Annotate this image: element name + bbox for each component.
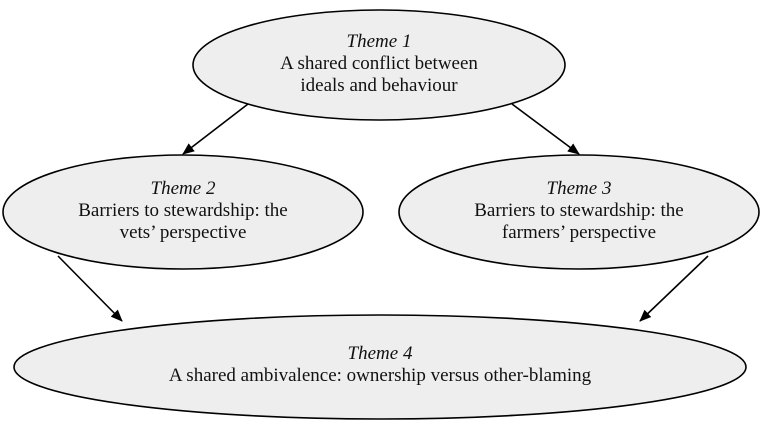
theme-4-ellipse	[13, 314, 747, 420]
theme-3-ellipse	[398, 154, 760, 270]
theme-2-line-1: Barriers to stewardship: the	[78, 200, 288, 221]
theme-3-line-2: farmers’ perspective	[501, 222, 657, 243]
arrow-theme2-to-theme4	[57, 255, 123, 322]
theme-4-label: Theme 4	[347, 343, 413, 364]
theme-3-line-1: Barriers to stewardship: the	[474, 200, 684, 221]
theme-3-text: Theme 3 Barriers to stewardship: the far…	[419, 178, 739, 244]
theme-1-label: Theme 1	[346, 31, 412, 52]
theme-2-text: Theme 2 Barriers to stewardship: the vet…	[23, 178, 343, 244]
theme-2-label: Theme 2	[150, 178, 216, 199]
arrow-theme3-to-theme4	[639, 255, 709, 322]
arrow-theme1-to-theme3	[511, 103, 580, 155]
theme-4-line-1: A shared ambivalence: ownership versus o…	[168, 365, 592, 386]
theme-3-label: Theme 3	[546, 178, 612, 199]
arrow-theme1-to-theme2	[182, 103, 249, 155]
theme-1-line-2: ideals and behaviour	[300, 75, 458, 96]
theme-1-ellipse	[192, 9, 566, 121]
theme-1-line-1: A shared conflict between	[280, 53, 478, 74]
theme-2-line-2: vets’ perspective	[119, 222, 247, 243]
theme-1-text: Theme 1 A shared conflict between ideals…	[229, 31, 529, 97]
theme-2-ellipse	[2, 154, 364, 270]
theme-4-text: Theme 4 A shared ambivalence: ownership …	[80, 343, 680, 387]
